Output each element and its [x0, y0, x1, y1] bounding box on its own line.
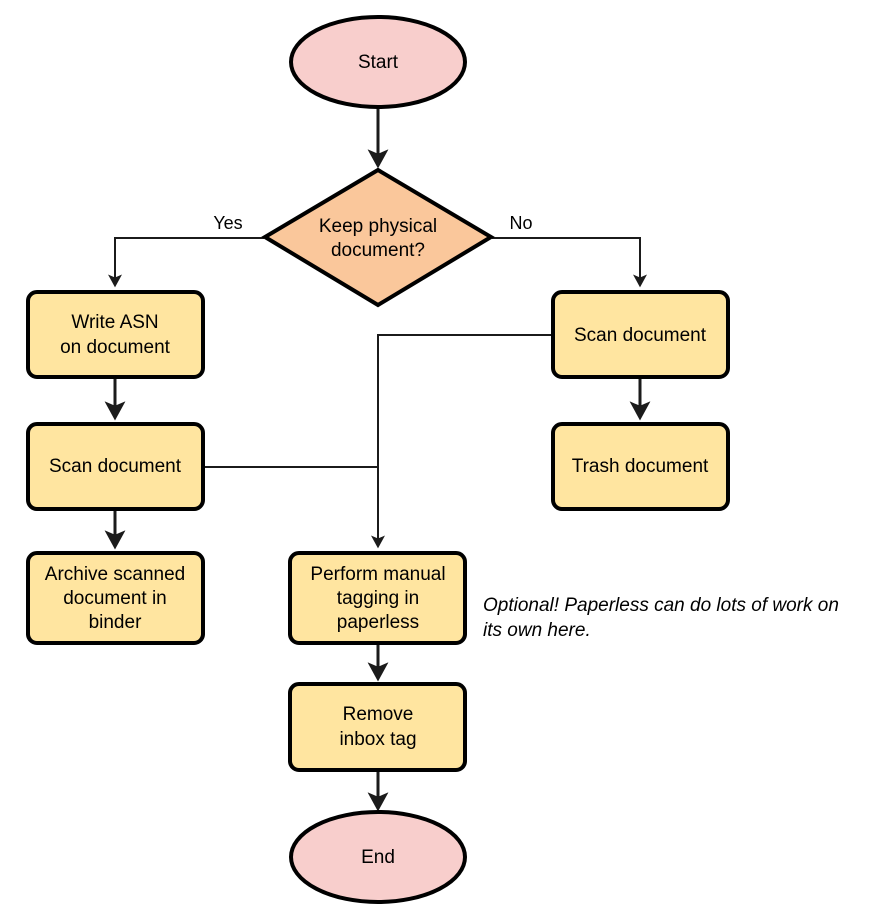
note-optional-paperless: Optional! Paperless can do lots of work … — [483, 595, 839, 641]
tagging-label-line1: Perform manual — [310, 564, 445, 585]
node-write-asn-on-document[interactable]: Write ASN on document — [26, 290, 205, 379]
end-label: End — [361, 847, 395, 868]
tagging-label-line3: paperless — [337, 612, 419, 633]
note-optional-line2: its own here. — [483, 620, 591, 641]
node-end[interactable]: End — [289, 810, 467, 904]
edge-label-no: No — [509, 213, 532, 233]
remove-inbox-box-shape — [288, 682, 467, 772]
archive-label-line1: Archive scanned — [45, 564, 185, 585]
edge-decision-yes-to-write-asn — [108, 237, 264, 288]
decision-label-line1: Keep physical — [319, 216, 437, 237]
edge-scan-right-to-tagging — [371, 334, 551, 549]
node-trash-document[interactable]: Trash document — [551, 422, 730, 511]
end-ellipse-shape — [289, 810, 467, 904]
edges-layer — [104, 101, 651, 812]
scan-document-right-label: Scan document — [574, 325, 707, 346]
archive-box-shape — [26, 551, 205, 645]
decision-label-line2: document? — [331, 240, 425, 261]
scan-document-left-label: Scan document — [49, 456, 182, 477]
node-perform-manual-tagging[interactable]: Perform manual tagging in paperless — [288, 551, 467, 645]
node-decision-keep-physical-document[interactable]: Keep physical document? — [261, 167, 495, 308]
edge-decision-no-to-scan-right — [492, 237, 647, 288]
node-scan-document-left[interactable]: Scan document — [26, 422, 205, 511]
write-asn-label-line1: Write ASN — [71, 312, 158, 333]
archive-label-line2: document in — [63, 588, 167, 609]
tagging-label-line2: tagging in — [337, 588, 419, 609]
trash-document-label: Trash document — [572, 456, 709, 477]
scan-document-left-box-shape — [26, 422, 205, 511]
archive-label-line3: binder — [89, 612, 142, 633]
note-optional-line1: Optional! Paperless can do lots of work … — [483, 595, 839, 616]
remove-inbox-label-line2: inbox tag — [339, 729, 416, 750]
tagging-box-shape — [288, 551, 467, 645]
remove-inbox-label-line1: Remove — [343, 704, 414, 725]
node-remove-inbox-tag[interactable]: Remove inbox tag — [288, 682, 467, 772]
edge-label-yes: Yes — [213, 213, 242, 233]
decision-diamond-shape — [261, 167, 495, 308]
write-asn-label-line2: on document — [60, 337, 171, 358]
node-archive-scanned-document[interactable]: Archive scanned document in binder — [26, 551, 205, 645]
node-start[interactable]: Start — [289, 15, 467, 109]
node-scan-document-right[interactable]: Scan document — [551, 290, 730, 379]
scan-document-right-box-shape — [551, 290, 730, 379]
start-label: Start — [358, 52, 399, 73]
write-asn-box-shape — [26, 290, 205, 379]
start-ellipse-shape — [289, 15, 467, 109]
trash-document-box-shape — [551, 422, 730, 511]
